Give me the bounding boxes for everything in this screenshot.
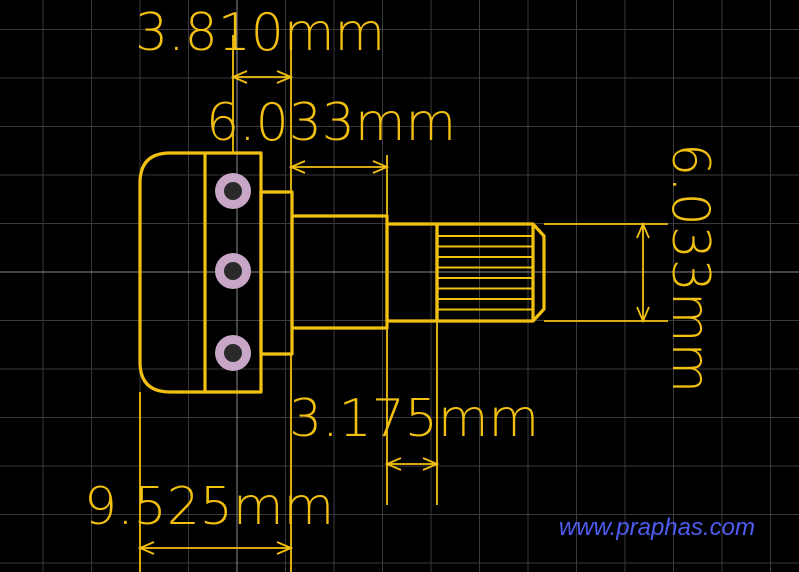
dimension-lines <box>137 35 668 572</box>
dimension-d3 <box>544 221 668 324</box>
dimension-label-d5: 9.525mm <box>84 477 334 537</box>
potentiometer-outline <box>138 151 546 394</box>
dimension-label-d4: 3.175mm <box>289 389 539 449</box>
pads <box>215 173 251 371</box>
dimension-d5 <box>137 354 294 572</box>
body-outline <box>138 151 263 394</box>
dimension-d4 <box>384 321 440 505</box>
watermark-text: www.praphas.com <box>558 514 755 541</box>
pad-1 <box>215 173 251 209</box>
dimension-d2 <box>288 155 390 216</box>
mounting-flange <box>259 190 294 356</box>
pad-3 <box>215 335 251 371</box>
dimension-label-d3: 6.033mm <box>660 143 720 393</box>
pad-2 <box>215 253 251 289</box>
dimension-label-d2: 6.033mm <box>206 93 456 153</box>
dimension-d1 <box>230 35 294 192</box>
shaft-knurling <box>437 235 533 311</box>
dimension-label-d1: 3.810mm <box>135 3 385 63</box>
